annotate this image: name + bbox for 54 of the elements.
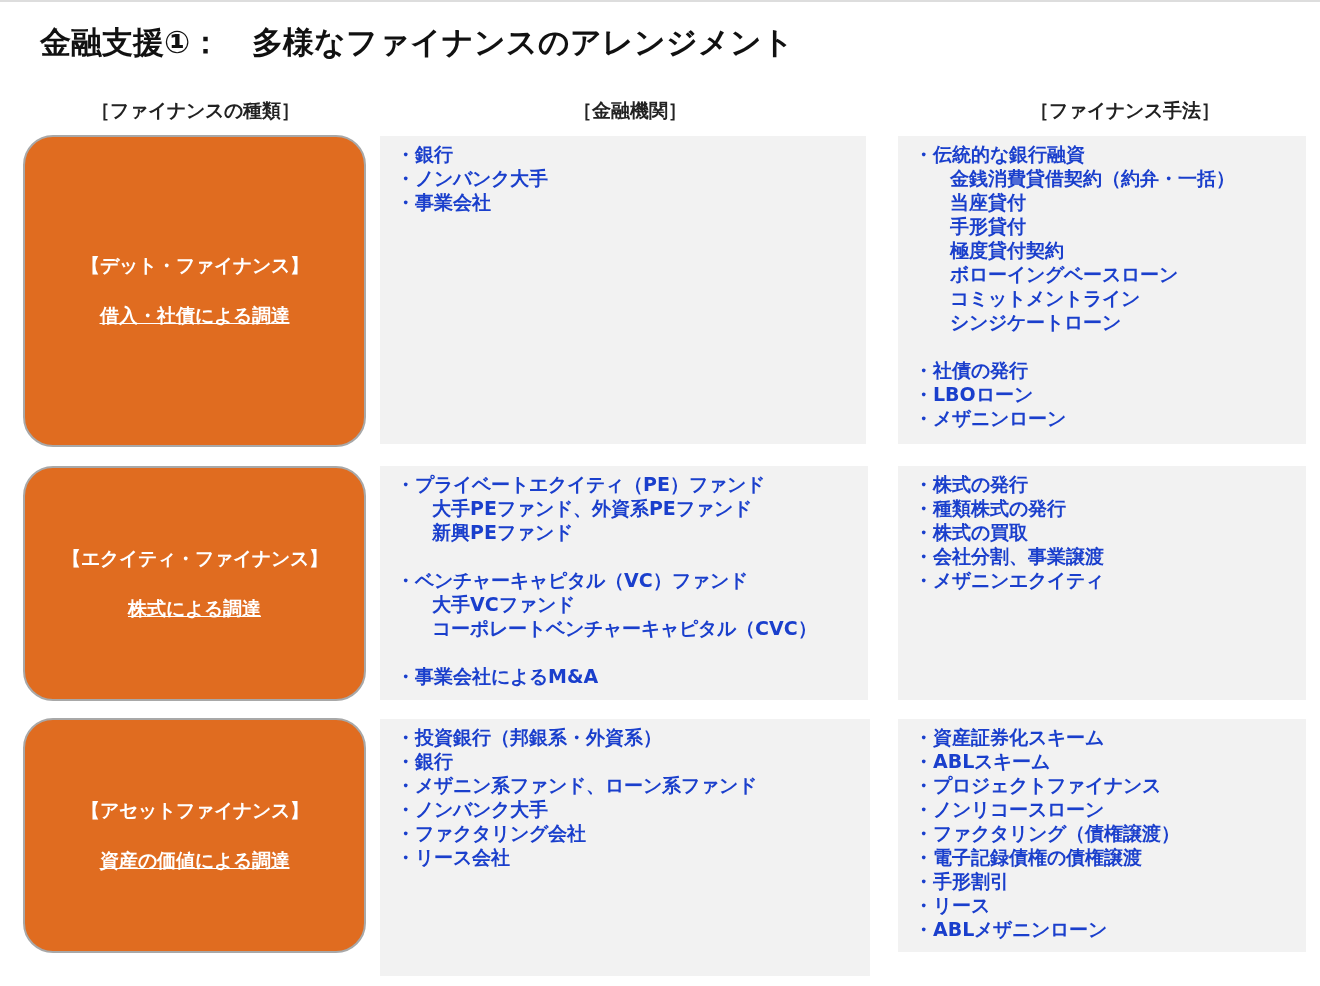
list-item: ・プロジェクトファイナンス [914, 773, 1161, 797]
list-item: 手形貸付 [950, 214, 1026, 238]
list-item: ・ABLメザニンローン [914, 917, 1108, 941]
list-item: ・メザニンエクイティ [914, 568, 1104, 592]
category-box [23, 466, 366, 701]
list-item: コミットメントライン [950, 286, 1140, 310]
list-item: ・ノンリコースローン [914, 797, 1104, 821]
category-box [23, 135, 366, 447]
list-item: ・メザニンローン [914, 406, 1066, 430]
list-item: ・LBOローン [914, 382, 1033, 406]
list-item: ・資産証券化スキーム [914, 725, 1104, 749]
list-item: ・ノンバンク大手 [396, 797, 548, 821]
list-item: ・ABLスキーム [914, 749, 1051, 773]
column-header: ［ファイナンス手法］ [1029, 98, 1221, 123]
list-item: ・会社分割、事業譲渡 [914, 544, 1104, 568]
category-subheading: 借入・社債による調達 [99, 303, 290, 328]
list-item: ・投資銀行（邦銀系・外資系） [396, 725, 662, 749]
list-item: ・プライベートエクイティ（PE）ファンド [396, 472, 765, 496]
list-item: ・電子記録債権の債権譲渡 [914, 845, 1142, 869]
title: 金融支援①： 多様なファイナンスのアレンジメント [40, 23, 795, 62]
list-item: ・株式の発行 [914, 472, 1028, 496]
list-item: ボローイングベースローン [950, 262, 1178, 286]
category-subheading: 株式による調達 [128, 595, 261, 621]
list-item: ・手形割引 [914, 869, 1009, 893]
category-subheading: 資産の価値による調達 [99, 847, 290, 873]
list-item: ・ファクタリング会社 [396, 821, 586, 845]
list-item: ・メザニン系ファンド、ローン系ファンド [396, 773, 757, 797]
list-item: コーポレートベンチャーキャピタル（CVC） [432, 616, 817, 640]
list-item: ・事業会社 [396, 190, 491, 214]
list-item: ・事業会社によるM&A [396, 664, 599, 688]
category-box [23, 718, 366, 953]
list-item: ・ファクタリング（債権譲渡） [914, 821, 1180, 845]
list-item: ・社債の発行 [914, 358, 1028, 382]
category-heading: 【デット・ファイナンス】 [80, 253, 309, 278]
list-item: 極度貸付契約 [950, 238, 1064, 262]
list-item: 当座貸付 [950, 190, 1026, 214]
list-item: 金銭消費貸借契約（約弁・一括） [950, 166, 1235, 190]
list-item: 大手PEファンド、外資系PEファンド [432, 496, 752, 520]
list-item: ・伝統的な銀行融資 [914, 142, 1085, 166]
category-heading: 【アセットファイナンス】 [80, 797, 309, 823]
list-item: 新興PEファンド [432, 520, 573, 544]
list-item: ・リース [914, 893, 990, 917]
list-item: シンジケートローン [950, 310, 1121, 334]
list-item: ・ノンバンク大手 [396, 166, 548, 190]
list-item: 大手VCファンド [432, 592, 575, 616]
list-item: ・ベンチャーキャピタル（VC）ファンド [396, 568, 748, 592]
column-header: ［ファイナンスの種類］ [89, 98, 301, 123]
list-item: ・銀行 [396, 749, 453, 773]
list-item: ・リース会社 [396, 845, 510, 869]
list-item: ・種類株式の発行 [914, 496, 1066, 520]
category-heading: 【エクイティ・ファイナンス】 [61, 545, 328, 571]
column-header: ［金融機関］ [572, 98, 688, 123]
list-item: ・株式の買取 [914, 520, 1028, 544]
list-item: ・銀行 [396, 142, 453, 166]
